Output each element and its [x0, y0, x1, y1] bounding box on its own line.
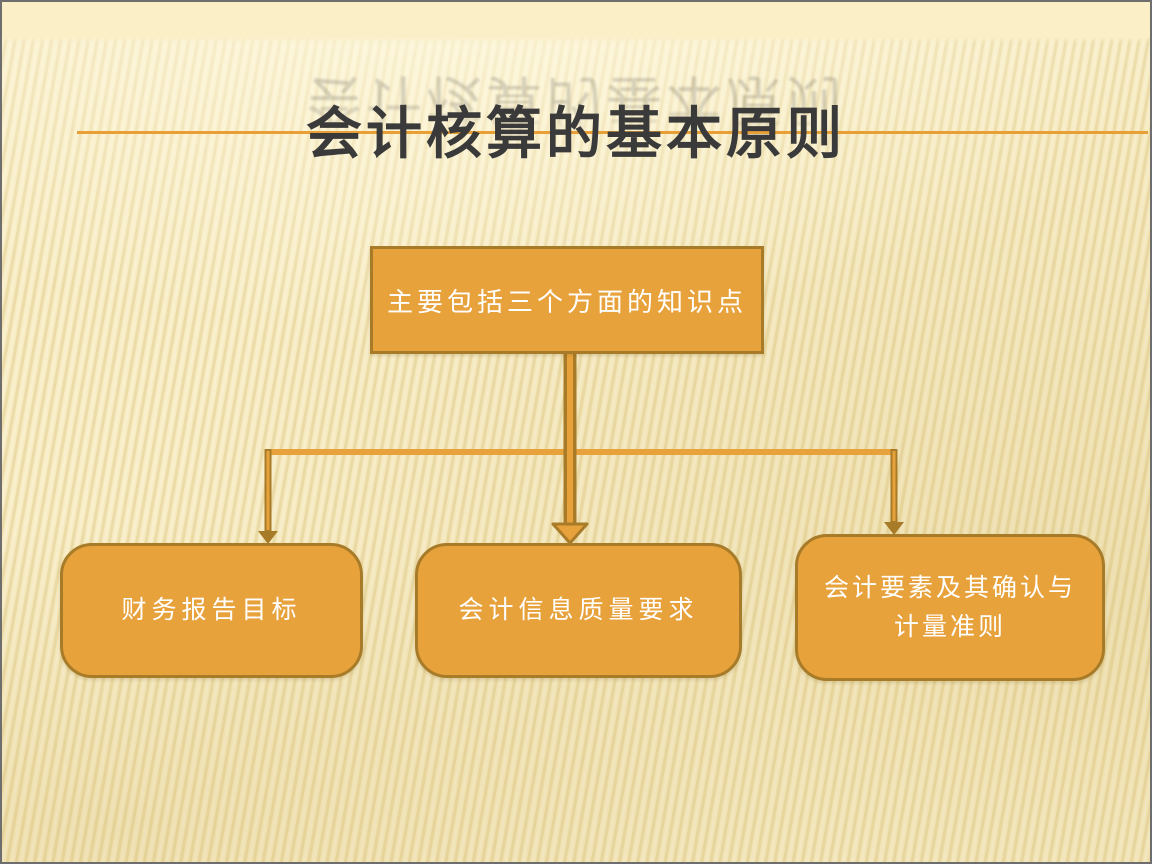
diagram-child-label: 会计信息质量要求 — [458, 595, 699, 625]
diagram-child-label: 财务报告目标 — [121, 595, 302, 625]
connector-arrow-center — [551, 353, 589, 545]
connector-arrow-right — [884, 449, 904, 535]
connector-arrow-left — [258, 449, 278, 544]
title-accent-line — [77, 131, 1148, 134]
diagram-child-label: 会计要素及其确认与计量准则 — [823, 572, 1076, 641]
diagram-child-box-information-quality: 会计信息质量要求 — [415, 543, 742, 678]
diagram-root-box: 主要包括三个方面的知识点 — [370, 246, 764, 354]
slide-title: 会计核算的基本原则 — [306, 100, 846, 167]
diagram-child-box-accounting-elements: 会计要素及其确认与计量准则 — [795, 534, 1105, 681]
diagram-root-label: 主要包括三个方面的知识点 — [386, 287, 747, 318]
diagram-child-box-financial-reporting: 财务报告目标 — [60, 543, 363, 678]
background-top-band — [2, 2, 1150, 38]
